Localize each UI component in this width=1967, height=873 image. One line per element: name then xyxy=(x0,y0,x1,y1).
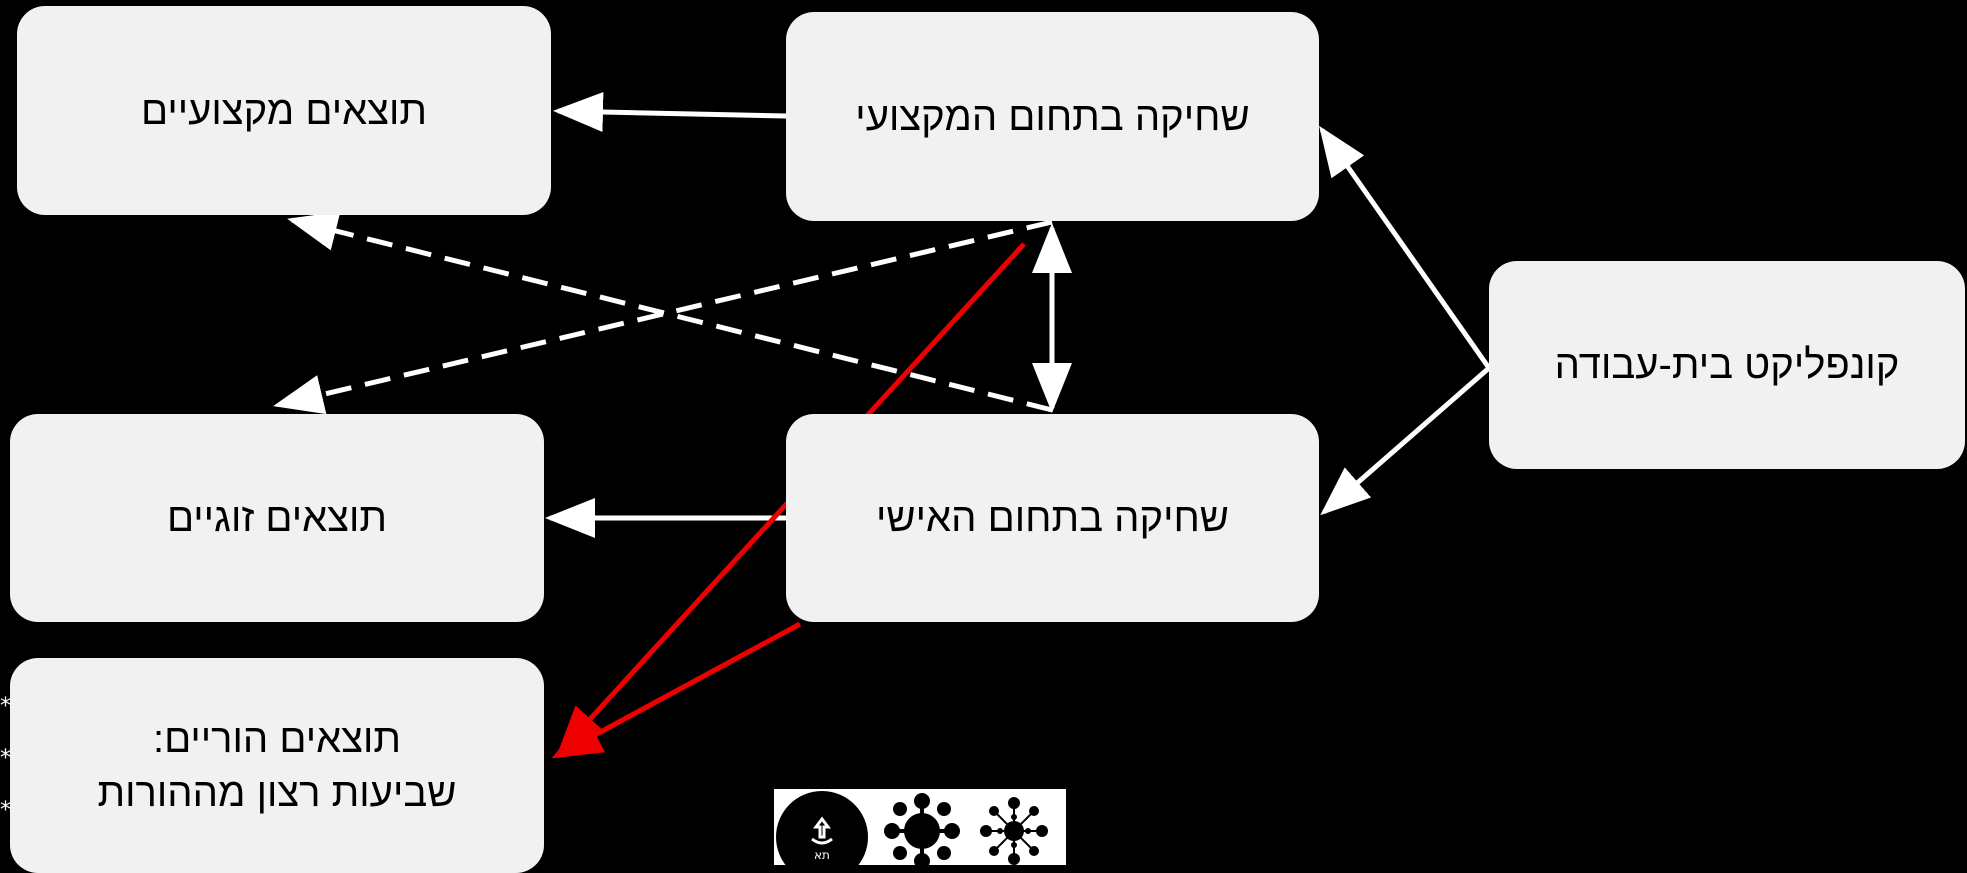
node-couple-outcomes: תוצאים זוגיים xyxy=(10,414,544,622)
node-label: קונפליקט בית-עבודה xyxy=(1554,343,1900,387)
tel-aviv-university-logo: תא xyxy=(774,789,1066,873)
dashed-arrow-professional-burnout-to-couple-outcomes xyxy=(273,219,1053,415)
node-label: תוצאים מקצועיים xyxy=(140,88,428,133)
svg-text:תא: תא xyxy=(814,848,830,862)
logo-graphic: תא xyxy=(776,791,1048,873)
dashed-arrow-personal-burnout-to-professional-outcomes xyxy=(287,211,1053,413)
node-professional-outcomes: תוצאים מקצועיים xyxy=(17,6,551,215)
node-label-line2: שביעות רצון מההורות xyxy=(97,770,457,815)
node-parental-outcomes: תוצאים הוריים: שביעות רצון מההורות xyxy=(10,658,544,873)
node-professional-burnout: שחיקה בתחום המקצועי xyxy=(786,12,1319,221)
side-mark: * xyxy=(0,694,11,719)
arrow-conflict-to-professional-burnout xyxy=(1319,125,1492,370)
arrow-professional-burnout-to-professional-outcomes xyxy=(553,91,787,132)
node-work-home-conflict: קונפליקט בית-עבודה xyxy=(1489,261,1965,469)
node-label: שחיקה בתחום המקצועי xyxy=(855,94,1250,139)
red-arrow-personal-burnout-to-parental-outcomes xyxy=(551,621,802,759)
node-label: תוצאים זוגיים xyxy=(166,496,388,540)
node-label: שחיקה בתחום האישי xyxy=(876,496,1229,540)
node-personal-burnout: שחיקה בתחום האישי xyxy=(786,414,1319,622)
side-mark: * xyxy=(0,746,11,771)
side-mark: * xyxy=(0,798,11,823)
node-label-line1: תוצאים הוריים: xyxy=(152,716,402,761)
arrow-conflict-to-personal-burnout xyxy=(1320,366,1491,516)
